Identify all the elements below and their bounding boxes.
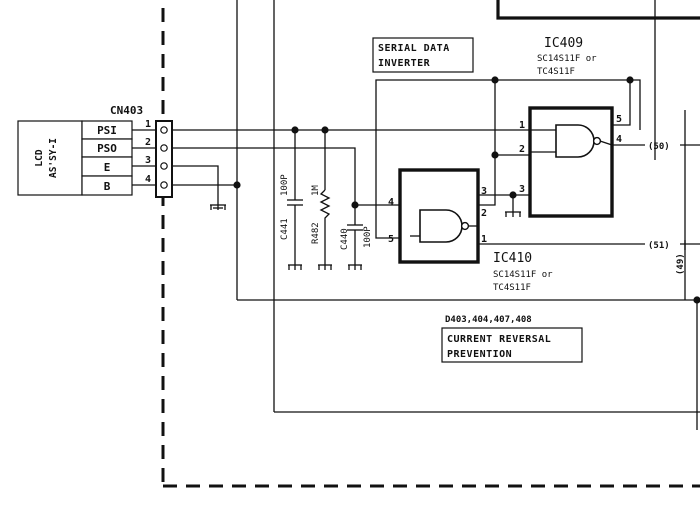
- offpage-50: (50): [648, 142, 670, 152]
- ic410: 1 2 3 4 5 IC410 SC14S11F or TC4S11F: [388, 168, 553, 293]
- connector-cn403: CN403 1 2 3 4: [110, 104, 173, 198]
- ic410-pin-5: 5: [388, 234, 394, 245]
- offpage-51: (51): [648, 241, 670, 251]
- board-outline: [161, 8, 700, 488]
- frame-lines: [236, 0, 700, 413]
- r482-ref: R482: [311, 222, 321, 244]
- ic410-part-2: TC4S11F: [493, 283, 531, 293]
- c440-ref: C440: [340, 228, 350, 250]
- ic409-ref: IC409: [544, 36, 583, 51]
- cn-pin-4: 4: [145, 174, 151, 185]
- c440-value: 100P: [363, 226, 373, 248]
- module-label-line1: LCD: [34, 149, 45, 166]
- ic410-pin-2: 2: [481, 208, 487, 219]
- ic409-pin-1: 1: [519, 120, 525, 131]
- serial-inverter-label: SERIAL DATA INVERTER: [372, 37, 474, 73]
- signal-pso: PSO: [97, 142, 117, 155]
- lcd-module: LCD AS'SY-I PSI PSO E B: [17, 120, 156, 196]
- ic409: 1 2 3 4 5 IC409 SC14S11F or TC4S11F: [519, 36, 622, 218]
- connector-ref: CN403: [110, 104, 143, 117]
- signal-b: B: [104, 180, 111, 193]
- ic410-ref: IC410: [493, 251, 532, 266]
- ic409-pin-3: 3: [519, 184, 525, 195]
- serial-label-1: SERIAL DATA: [378, 43, 450, 54]
- ic409-pin-4: 4: [616, 134, 622, 145]
- ic410-part-1: SC14S11F or: [493, 270, 553, 280]
- crp-label-2: PREVENTION: [447, 349, 512, 360]
- junctions: [233, 76, 700, 304]
- crp-label-1: CURRENT REVERSAL: [447, 334, 551, 345]
- c441-value: 100P: [280, 174, 290, 196]
- r482-value: 1M: [311, 185, 321, 196]
- signal-psi: PSI: [97, 124, 117, 137]
- diode-refs: D403,404,407,408: [445, 315, 532, 325]
- offpage-refs: (50) (51) (49): [648, 142, 686, 275]
- ic409-pin-5: 5: [616, 114, 622, 125]
- signal-e: E: [104, 161, 111, 174]
- cn-pin-2: 2: [145, 137, 151, 148]
- current-reversal-label: D403,404,407,408 CURRENT REVERSAL PREVEN…: [441, 315, 583, 363]
- offpage-49: (49): [676, 253, 686, 275]
- ic410-pin-1: 1: [481, 234, 487, 245]
- module-label-line2: AS'SY-I: [48, 138, 59, 178]
- ic410-pin-3: 3: [481, 186, 487, 197]
- cn-pin-1: 1: [145, 119, 151, 130]
- ic409-pin-2: 2: [519, 144, 525, 155]
- cn-pin-3: 3: [145, 155, 151, 166]
- component-labels: C441 100P R482 1M C440 100P: [280, 174, 373, 250]
- ic410-pin-4: 4: [388, 197, 394, 208]
- serial-label-2: INVERTER: [378, 58, 431, 69]
- ic409-part-2: TC4S11F: [537, 67, 575, 77]
- c441-ref: C441: [280, 218, 290, 240]
- ic409-part-1: SC14S11F or: [537, 54, 597, 64]
